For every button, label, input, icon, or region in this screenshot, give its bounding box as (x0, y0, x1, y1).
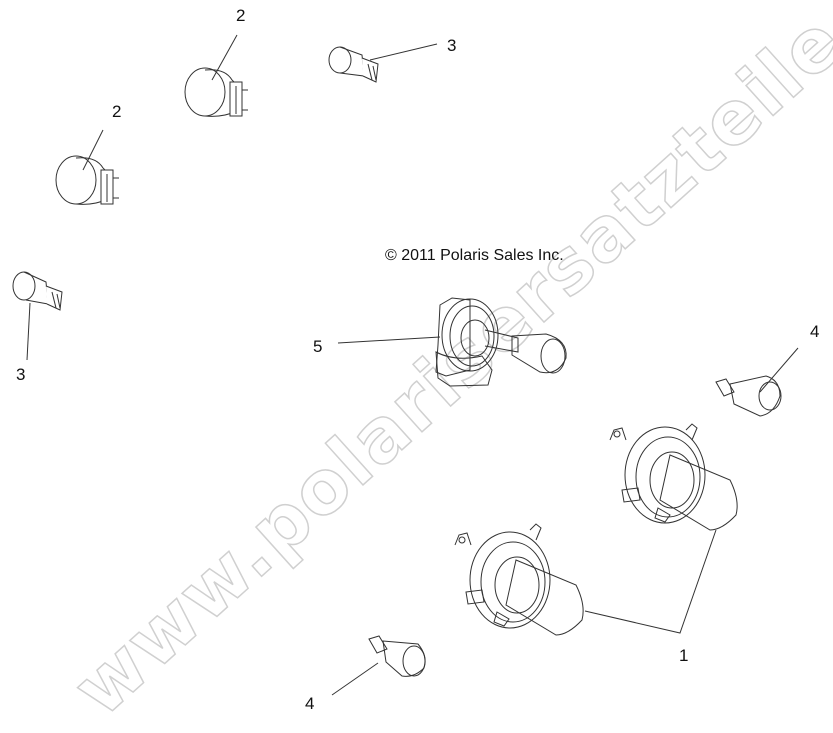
leader-lines (27, 35, 798, 695)
mini-wedge-bulb-icon (369, 636, 425, 676)
callout-4: 4 (305, 694, 315, 713)
callout-2: 2 (112, 102, 122, 121)
mini-wedge-bulb-icon (716, 376, 781, 416)
callout-4: 4 (810, 322, 820, 341)
callout-5: 5 (313, 337, 323, 356)
copyright-notice: © 2011 Polaris Sales Inc. (385, 247, 564, 264)
h4-halogen-bulb-icon (610, 424, 737, 530)
h4-halogen-bulb-icon (455, 524, 583, 635)
wedge-bulb-small-icon (329, 47, 378, 82)
wedge-bulb-large-icon (56, 156, 119, 204)
callout-3: 3 (16, 365, 26, 384)
headlamp-bulb-with-socket-icon (436, 298, 566, 386)
callout-3: 3 (447, 36, 457, 55)
callout-2: 2 (236, 6, 246, 25)
wedge-bulb-small-icon (13, 272, 62, 310)
wedge-bulb-large-icon (185, 68, 248, 116)
callout-1: 1 (679, 646, 689, 665)
diagram-artwork (0, 0, 833, 714)
